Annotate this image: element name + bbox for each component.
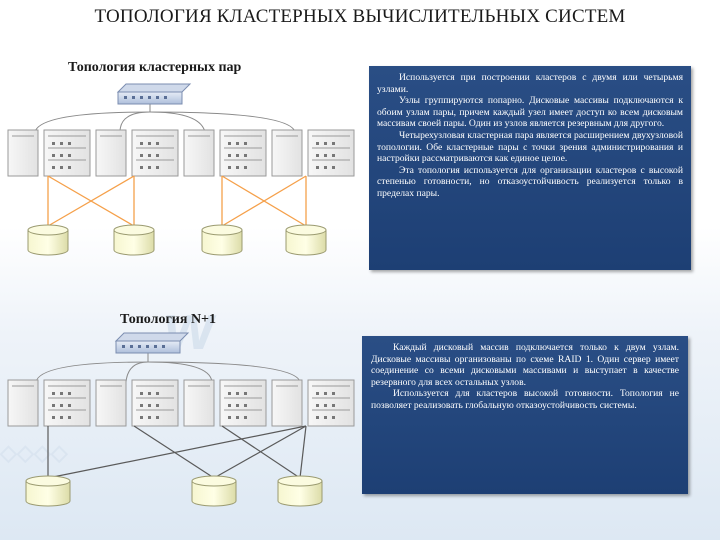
cluster-pairs-description: Используется при построении кластеров с … [369,66,691,270]
cluster-pairs-diagram [7,83,355,256]
disk-links-n-plus-one [47,425,307,479]
n-plus-one-description: Каждый дисковый массив подключается толь… [362,336,688,494]
description-paragraph: Используется при построении кластеров с … [377,72,683,95]
description-paragraph: Эта топология используется для организац… [377,164,683,199]
network-switch [116,83,192,105]
section2-heading: Топология N+1 [120,312,217,327]
section1-heading: Топология кластерных пар [68,60,242,75]
description-paragraph: Узлы группируются попарно. Дисковые масс… [377,95,683,130]
server-group-2 [7,379,355,427]
disk-arrays [27,224,327,256]
network-links-2 [35,352,301,383]
network-links [34,103,296,133]
background-watermark-cloud: ◇◇◇◇ [0,440,68,465]
n-plus-one-diagram [7,332,355,507]
network-switch-2 [114,332,190,354]
description-paragraph: Четырехузловая кластерная пара является … [377,129,683,165]
disk-arrays-2 [25,475,323,507]
description-paragraph: Используется для кластеров высокой готов… [371,388,679,411]
disk-links-pairs [47,175,307,227]
server-group [7,129,355,177]
description-paragraph: Каждый дисковый массив подключается толь… [371,342,679,388]
page-title: ТОПОЛОГИЯ КЛАСТЕРНЫХ ВЫЧИСЛИТЕЛЬНЫХ СИСТ… [94,6,626,27]
